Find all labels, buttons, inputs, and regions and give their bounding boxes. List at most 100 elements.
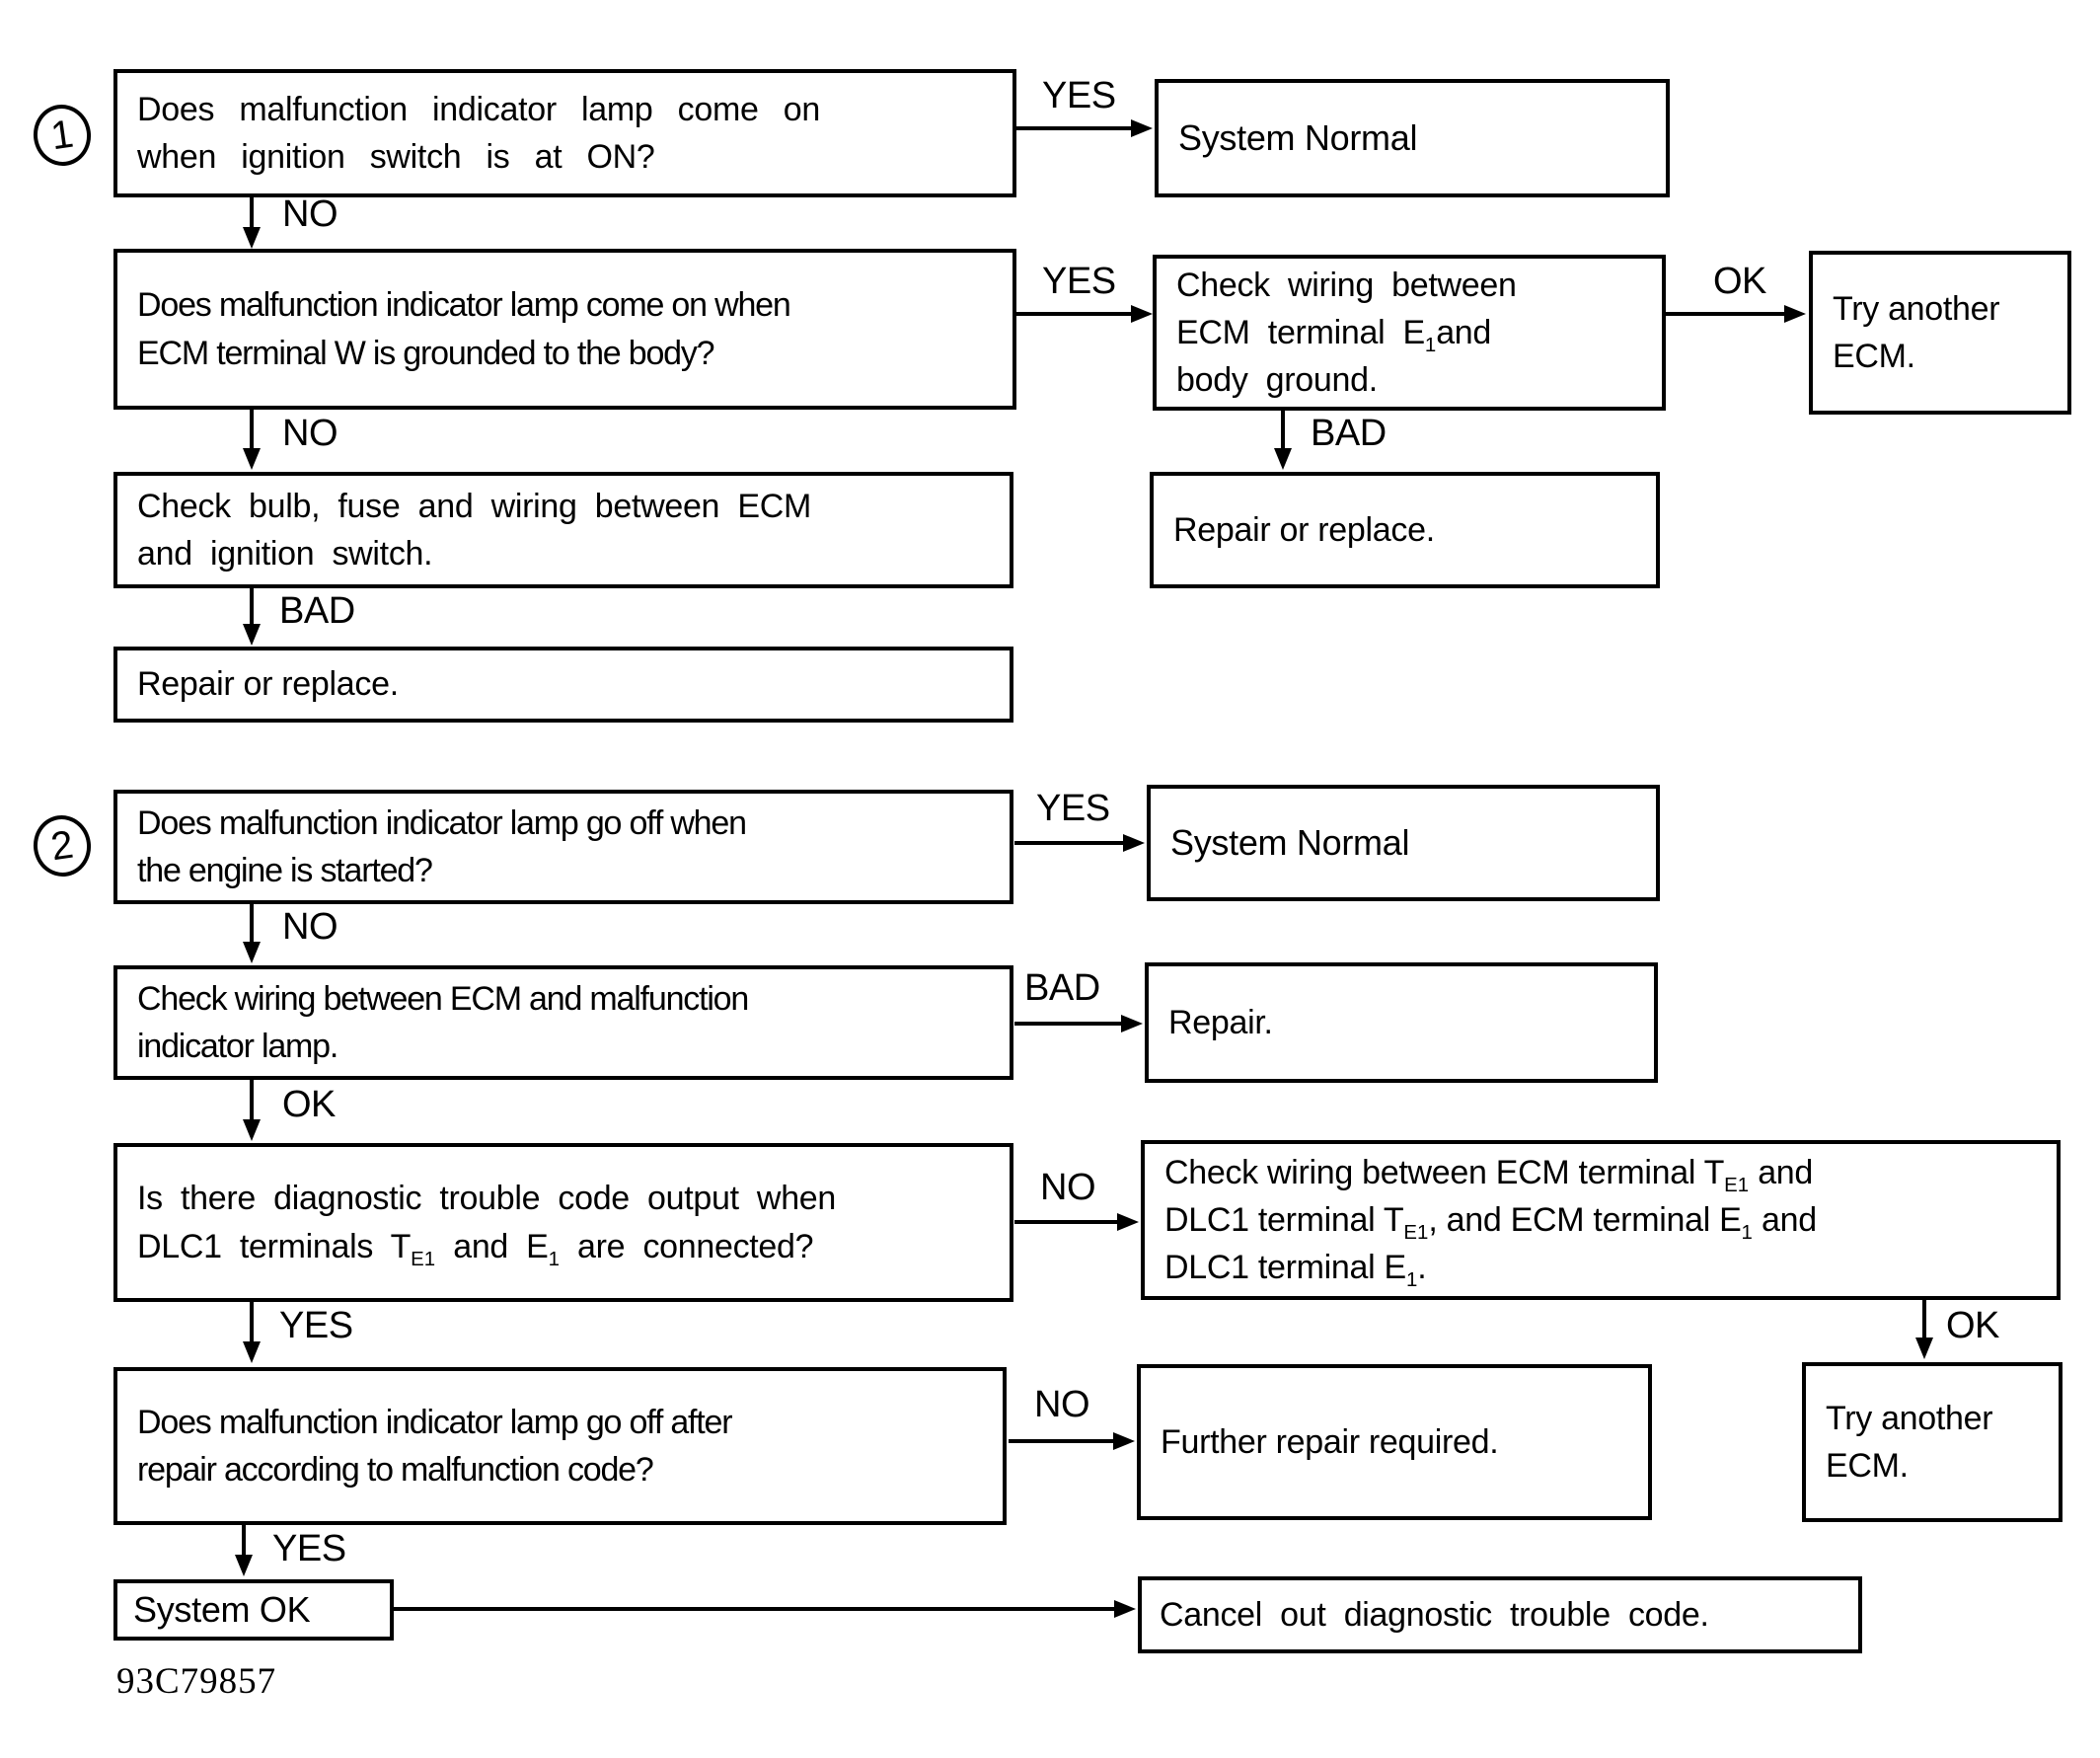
s2-repair-box: Repair.: [1145, 962, 1658, 1083]
text-line: System Normal: [1170, 822, 1410, 864]
s1-q2-no-label: NO: [282, 413, 338, 454]
text-line: Cancel out diagnostic trouble code.: [1160, 1595, 1709, 1634]
s2-system-ok-to-cancel-line: [394, 1607, 1116, 1611]
text-line: indicator lamp.: [137, 1028, 338, 1065]
text-line: body ground.: [1176, 361, 1378, 400]
text-line: Does malfunction indicator lamp come on …: [137, 286, 791, 325]
text-line: System Normal: [1178, 117, 1418, 159]
text-line: ECM terminal W is grounded to the body?: [137, 334, 715, 372]
text-line: Repair or replace.: [137, 665, 399, 704]
s2-dtc-no-arrowhead: [1117, 1213, 1139, 1231]
s2-q1-yes-line: [1014, 841, 1125, 845]
s2-check-wiring-te1-box: Check wiring between ECM terminal TE1 an…: [1141, 1140, 2061, 1300]
s1-q2-no-arrowhead: [243, 448, 261, 470]
s2-wiring-bad-line: [1014, 1022, 1123, 1026]
text-line: Try another: [1833, 289, 2000, 328]
text-line: DLC1 terminal TE1, and ECM terminal E1 a…: [1164, 1200, 1817, 1244]
text-line: Check wiring between ECM terminal TE1 an…: [1164, 1153, 1814, 1196]
s2-repair-no-label: NO: [1034, 1384, 1090, 1425]
s2-wiring-bad-arrowhead: [1121, 1015, 1143, 1032]
s1-q1-no-arrowhead: [243, 227, 261, 249]
s2-te1-ok-label: OK: [1946, 1305, 1999, 1346]
text-line: Check wiring between ECM and malfunction: [137, 979, 749, 1018]
s2-system-normal-box: System Normal: [1147, 785, 1660, 901]
s2-cancel-dtc-box: Cancel out diagnostic trouble code.: [1138, 1576, 1862, 1653]
text-line: System OK: [133, 1589, 311, 1631]
text-line: Further repair required.: [1161, 1422, 1499, 1461]
s2-question-mil-engine-start-box: Does malfunction indicator lamp go off w…: [113, 790, 1013, 904]
s1-wiring-bad-arrowhead: [1274, 448, 1292, 470]
text-line: Repair.: [1168, 1003, 1273, 1041]
s1-wiring-ok-arrowhead: [1784, 305, 1806, 323]
s1-wiring-bad-line: [1281, 411, 1285, 450]
figure-code-label: 93C79857: [116, 1661, 277, 1702]
s1-q1-yes-arrowhead: [1131, 119, 1153, 137]
s2-wiring-bad-label: BAD: [1024, 967, 1100, 1009]
text-line: Does malfunction indicator lamp come on: [137, 90, 820, 128]
s2-q1-no-arrowhead: [243, 942, 261, 963]
s1-question-mil-grounded-box: Does malfunction indicator lamp come on …: [113, 249, 1016, 410]
s2-wiring-ok-arrowhead: [243, 1119, 261, 1141]
s2-repair-yes-line: [242, 1525, 246, 1557]
text-line: Does malfunction indicator lamp go off a…: [137, 1403, 733, 1441]
s2-system-ok-to-cancel-arrowhead: [1114, 1600, 1136, 1618]
s2-repair-yes-arrowhead: [235, 1555, 253, 1576]
text-line: ECM.: [1833, 338, 1915, 375]
text-line: Does malfunction indicator lamp go off w…: [137, 803, 747, 842]
s2-dtc-yes-arrowhead: [243, 1341, 261, 1363]
s2-q1-no-label: NO: [282, 906, 338, 948]
text-line: when ignition switch is at ON?: [137, 138, 655, 176]
s2-dtc-no-label: NO: [1040, 1167, 1096, 1208]
s2-dtc-yes-line: [250, 1302, 254, 1343]
s2-check-wiring-mil-box: Check wiring between ECM and malfunction…: [113, 965, 1013, 1080]
s2-q1-yes-label: YES: [1036, 788, 1110, 829]
s1-system-normal-box: System Normal: [1155, 79, 1670, 197]
s2-question-dtc-output-box: Is there diagnostic trouble code output …: [113, 1143, 1013, 1302]
s2-wiring-ok-line: [250, 1080, 254, 1121]
text-line: Try another: [1826, 1399, 1993, 1437]
step-1-badge: 1: [29, 101, 96, 170]
text-line: ECM terminal E1and: [1176, 313, 1492, 356]
s1-repair-or-replace-bulb-box: Repair or replace.: [113, 647, 1013, 723]
text-line: ECM.: [1826, 1447, 1909, 1485]
text-line: Is there diagnostic trouble code output …: [137, 1180, 837, 1218]
text-line: DLC1 terminals TE1 and E1 are connected?: [137, 1227, 814, 1270]
s2-repair-no-line: [1009, 1439, 1115, 1443]
s1-q1-no-label: NO: [282, 193, 338, 235]
step-2-badge: 2: [29, 811, 96, 880]
s1-wiring-bad-label: BAD: [1311, 413, 1387, 454]
s1-q1-yes-line: [1016, 126, 1133, 130]
text-line: Repair or replace.: [1173, 510, 1435, 549]
text-line: the engine is started?: [137, 852, 433, 889]
s1-q1-yes-label: YES: [1042, 75, 1116, 116]
text-line: Check wiring between: [1176, 266, 1517, 304]
s1-question-mil-ignition-box: Does malfunction indicator lamp come on w…: [113, 69, 1016, 197]
s1-wiring-ok-label: OK: [1713, 261, 1766, 302]
text-line: Check bulb, fuse and wiring between ECM: [137, 487, 811, 525]
s1-check-bulb-fuse-box: Check bulb, fuse and wiring between ECM a…: [113, 472, 1013, 588]
s1-q2-yes-line: [1016, 312, 1133, 316]
s2-repair-yes-label: YES: [272, 1528, 346, 1569]
s2-dtc-no-line: [1014, 1220, 1119, 1224]
s2-te1-ok-arrowhead: [1915, 1338, 1933, 1359]
s1-bulb-bad-label: BAD: [279, 590, 355, 632]
text-line: and ignition switch.: [137, 535, 433, 573]
text-line: DLC1 terminal E1.: [1164, 1249, 1427, 1291]
s1-q2-yes-label: YES: [1042, 261, 1116, 302]
s2-further-repair-box: Further repair required.: [1137, 1364, 1652, 1520]
s1-q2-no-line: [250, 410, 254, 450]
s2-q1-yes-arrowhead: [1123, 834, 1145, 852]
s1-q2-yes-arrowhead: [1131, 305, 1153, 323]
s2-repair-no-arrowhead: [1113, 1432, 1135, 1450]
s2-q1-no-line: [250, 904, 254, 944]
s1-bulb-bad-arrowhead: [243, 624, 261, 646]
s1-repair-or-replace-wiring-box: Repair or replace.: [1150, 472, 1660, 588]
s2-te1-ok-line: [1922, 1300, 1926, 1339]
s2-system-ok-box: System OK: [113, 1579, 394, 1641]
s2-wiring-ok-label: OK: [282, 1084, 336, 1125]
s2-question-mil-after-repair-box: Does malfunction indicator lamp go off a…: [113, 1367, 1007, 1525]
text-line: repair according to malfunction code?: [137, 1451, 654, 1489]
